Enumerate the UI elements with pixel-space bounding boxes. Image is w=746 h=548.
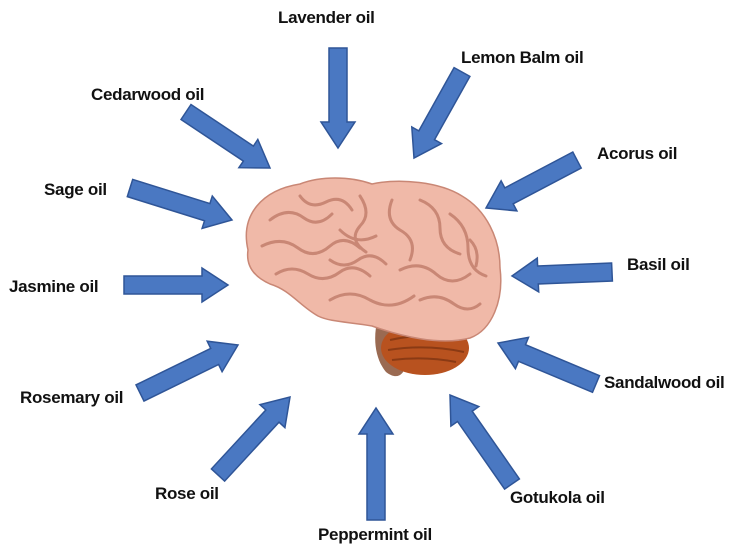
label-peppermint-oil: Peppermint oil: [318, 525, 432, 545]
arrow-basil: [512, 258, 612, 292]
cerebrum: [246, 178, 500, 341]
arrow-peppermint: [359, 408, 393, 520]
arrow-lavender: [321, 48, 355, 148]
label-basil-oil: Basil oil: [627, 255, 690, 275]
arrow-sandalwood: [498, 337, 600, 392]
label-lavender-oil: Lavender oil: [278, 8, 375, 28]
label-cedarwood-oil: Cedarwood oil: [91, 85, 204, 105]
brain-illustration: [246, 178, 500, 376]
label-sage-oil: Sage oil: [44, 180, 107, 200]
label-sandalwood-oil: Sandalwood oil: [604, 373, 724, 393]
label-gotukola-oil: Gotukola oil: [510, 488, 605, 508]
arrow-rosemary: [136, 341, 238, 401]
arrow-rose: [211, 397, 290, 481]
arrow-jasmine: [124, 268, 228, 302]
arrow-gotukola: [450, 395, 519, 489]
arrow-acorus: [486, 152, 581, 211]
label-lemon-balm-oil: Lemon Balm oil: [461, 48, 583, 68]
arrow-lemon-balm: [412, 68, 470, 158]
arrow-sage: [127, 179, 232, 228]
label-acorus-oil: Acorus oil: [597, 144, 677, 164]
label-rosemary-oil: Rosemary oil: [20, 388, 123, 408]
arrow-cedarwood: [181, 105, 270, 169]
label-jasmine-oil: Jasmine oil: [9, 277, 98, 297]
label-rose-oil: Rose oil: [155, 484, 219, 504]
